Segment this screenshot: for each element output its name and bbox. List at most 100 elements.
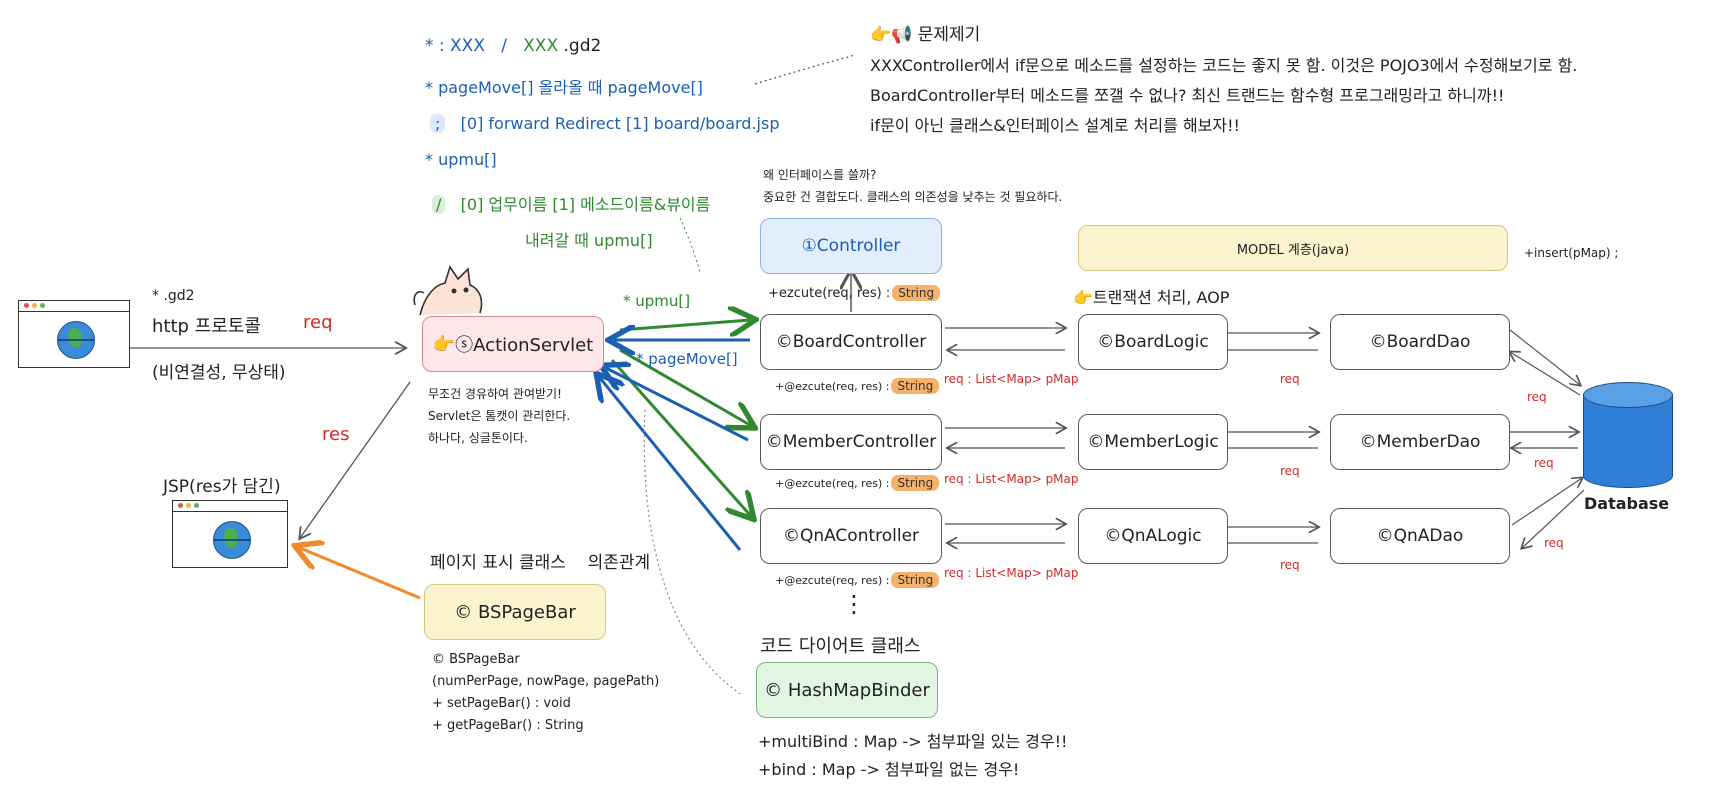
board-dao-req: req xyxy=(1527,390,1547,404)
member-controller-label: ©MemberController xyxy=(765,432,937,452)
d-db-arrow-1a xyxy=(1509,329,1580,385)
close-dot-icon xyxy=(24,303,29,308)
pagebar-label: © BSPageBar xyxy=(454,601,576,623)
pagemove-arrow-label: * pageMove[] xyxy=(636,350,738,368)
member-controller-method-sig: +@ezcute(req, res) : xyxy=(775,477,890,490)
database-cylinder-icon[interactable] xyxy=(1583,382,1675,498)
database-label: Database xyxy=(1584,494,1670,513)
qna-controller-box[interactable]: ©QnAController xyxy=(760,508,942,564)
board-dao-box[interactable]: ©BoardDao xyxy=(1330,314,1510,370)
interface-note-line-1: 왜 인터페이스를 쓸까? xyxy=(763,168,877,182)
controller-interface-box[interactable]: ①Controller xyxy=(760,218,942,274)
model-layer-box[interactable]: MODEL 계층(java) xyxy=(1078,225,1508,271)
member-controller-param: req : List<Map> pMap xyxy=(944,472,1079,486)
qna-logic-label: ©QnALogic xyxy=(1104,526,1202,546)
member-dao-req: req xyxy=(1534,456,1554,470)
pagebar-arrow xyxy=(300,548,421,600)
header-line-1-sep: / xyxy=(501,36,507,56)
tomcat-mascot-icon xyxy=(410,255,495,325)
d-db-arrow-3b xyxy=(1522,489,1585,548)
jsp-maximize-dot-icon xyxy=(194,503,199,508)
action-servlet-box[interactable]: 👉 ⓢActionServlet xyxy=(422,316,604,372)
globe-icon xyxy=(57,321,95,359)
qna-controller-return-tag: String xyxy=(891,572,940,588)
problem-line-2: BoardController부터 메소드를 쪼갤 수 없나? 최신 트랜드는 … xyxy=(870,86,1505,105)
dotted-upmu-link xyxy=(679,217,701,273)
qna-logic-box[interactable]: ©QnALogic xyxy=(1078,508,1228,564)
servlet-note-3: 하나다, 싱글톤이다. xyxy=(428,431,528,445)
client-browser-window xyxy=(18,300,130,368)
jsp-browser-window xyxy=(172,500,288,568)
board-controller-method-sig: +@ezcute(req, res) : xyxy=(775,380,890,393)
interface-note-line-2: 중요한 건 결합도다. 클래스의 의존성을 낮추는 것 필요하다. xyxy=(763,190,1063,204)
problem-title-text: 문제제기 xyxy=(917,25,981,45)
member-dao-box[interactable]: ©MemberDao xyxy=(1330,414,1510,470)
header-line-1-c: .gd2 xyxy=(563,36,602,56)
controller-interface-method: +ezcute(req, res) :String xyxy=(768,285,941,301)
header-line-5-text: [0] 업무이름 [1] 메소드이름&뷰이름 xyxy=(460,195,711,214)
qna-controller-label: ©QnAController xyxy=(782,526,920,546)
header-line-5-mark: / xyxy=(432,195,446,214)
header-line-5: / [0] 업무이름 [1] 메소드이름&뷰이름 xyxy=(432,191,710,215)
upmu-arrow-qna xyxy=(610,359,750,515)
maximize-dot-icon xyxy=(40,303,45,308)
client-gd2-label: * .gd2 xyxy=(152,288,195,304)
transaction-note-text: 트랜잭션 처리, AOP xyxy=(1092,288,1230,307)
pagebar-detail-3: + setPageBar() : void xyxy=(432,696,571,711)
model-layer-label: MODEL 계층(java) xyxy=(1236,242,1350,258)
qna-dao-req: req xyxy=(1544,536,1564,550)
controller-interface-label: ①Controller xyxy=(801,236,901,256)
board-controller-param: req : List<Map> pMap xyxy=(944,372,1079,386)
header-line-1: * : XXX / XXX .gd2 xyxy=(425,36,601,56)
dotted-binder-link xyxy=(643,409,743,696)
qna-logic-req: req xyxy=(1280,558,1300,572)
pagebar-heading-text: 페이지 표시 클래스 xyxy=(430,553,566,573)
qna-dao-box[interactable]: ©QnADao xyxy=(1330,508,1510,564)
header-line-2: * pageMove[] 올라올 때 pageMove[] xyxy=(425,78,703,97)
board-controller-method: +@ezcute(req, res) :String xyxy=(775,378,940,394)
problem-line-1: XXXController에서 if문으로 메소드를 설정하는 코드는 좋지 못… xyxy=(870,56,1578,75)
megaphone-icon: 📢 xyxy=(891,25,913,45)
header-line-3-mark: ; xyxy=(430,114,446,133)
pagebar-heading: 페이지 표시 클래스 의존관계 xyxy=(430,548,650,573)
controller-interface-return-tag: String xyxy=(892,285,941,301)
jsp-minimize-dot-icon xyxy=(186,503,191,508)
servlet-note-2: Servlet은 톰캣이 관리한다. xyxy=(428,409,571,423)
qna-dao-label: ©QnADao xyxy=(1376,526,1464,546)
problem-title: 👉📢 문제제기 xyxy=(870,20,980,45)
controller-interface-method-sig: +ezcute(req, res) : xyxy=(768,286,891,301)
d-db-arrow-1b xyxy=(1510,352,1581,396)
connection-note: (비연결성, 무상태) xyxy=(152,363,286,383)
servlet-hand-icon: 👉 xyxy=(432,333,456,355)
pointing-hand-icon: 👉 xyxy=(870,25,892,45)
pagebar-box[interactable]: © BSPageBar xyxy=(424,584,606,640)
header-line-6: 내려갈 때 upmu[] xyxy=(525,231,653,250)
model-insert-method: +insert(pMap) ; xyxy=(1524,246,1619,260)
header-line-1-b: XXX xyxy=(523,36,559,56)
member-controller-box[interactable]: ©MemberController xyxy=(760,414,942,470)
header-line-3-text: [0] forward Redirect [1] board/board.jsp xyxy=(460,114,780,133)
servlet-note-1: 무조건 경유하여 관여받기! xyxy=(428,387,562,401)
board-controller-box[interactable]: ©BoardController xyxy=(760,314,942,370)
binder-bind: +bind : Map -> 첨부파일 없는 경우! xyxy=(758,760,1020,779)
member-logic-box[interactable]: ©MemberLogic xyxy=(1078,414,1228,470)
header-line-3: ; [0] forward Redirect [1] board/board.j… xyxy=(430,114,779,133)
hashmap-binder-box[interactable]: © HashMapBinder xyxy=(756,662,938,718)
pagebar-dependency-text: 의존관계 xyxy=(587,553,651,573)
qna-controller-param: req : List<Map> pMap xyxy=(944,566,1079,580)
board-dao-label: ©BoardDao xyxy=(1369,332,1471,352)
member-controller-method: +@ezcute(req, res) :String xyxy=(775,475,940,491)
hashmap-binder-label: © HashMapBinder xyxy=(764,679,930,701)
header-line-4: * upmu[] xyxy=(425,150,497,169)
minimize-dot-icon xyxy=(32,303,37,308)
req-label: req xyxy=(303,312,333,333)
board-logic-box[interactable]: ©BoardLogic xyxy=(1078,314,1228,370)
jsp-label: JSP(res가 담긴) xyxy=(163,477,281,497)
d-db-arrow-3a xyxy=(1511,478,1582,526)
transaction-note: 👉트랜잭션 처리, AOP xyxy=(1073,284,1229,308)
res-arrow xyxy=(300,381,411,538)
http-protocol-label: http 프로토콜 xyxy=(152,316,261,337)
pagebar-detail-1: © BSPageBar xyxy=(432,652,520,667)
header-line-1-a: * : XXX xyxy=(425,36,485,56)
